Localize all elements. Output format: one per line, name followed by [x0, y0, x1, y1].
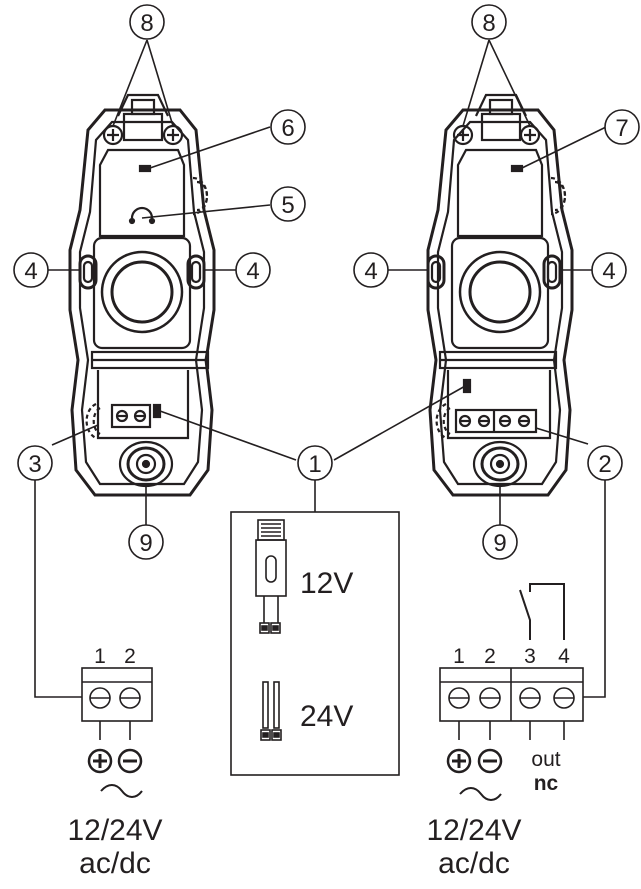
callout-6-label: 6 [281, 115, 294, 142]
relay-out-label: out [531, 748, 560, 771]
right-pin-4: 4 [558, 645, 570, 668]
callout-2-label: 2 [598, 451, 611, 478]
left-voltage: 12/24V [67, 814, 162, 847]
right-pin-3: 3 [524, 645, 536, 668]
callout-6 [270, 109, 306, 145]
jumper-box: 12V 24V [230, 511, 400, 776]
callout-5-label: 5 [281, 192, 294, 219]
callout-circles [13, 4, 640, 560]
callout-9-right [482, 524, 518, 560]
callout-8-left-label: 8 [140, 10, 153, 37]
left-wire [34, 480, 82, 698]
callout-4-d-label: 4 [602, 258, 615, 285]
callout-4-d [591, 252, 627, 288]
jumper-24v-icon [260, 681, 282, 741]
callout-5 [270, 186, 306, 222]
jumper-12v-icon [255, 519, 287, 634]
left-current: ac/dc [79, 847, 151, 880]
right-pin-1: 1 [453, 645, 465, 668]
relay-nc-label: nc [534, 772, 559, 795]
right-current: ac/dc [438, 847, 510, 880]
callout-7 [604, 109, 640, 145]
right-voltage: 12/24V [426, 814, 521, 847]
right-pin-2: 2 [484, 645, 496, 668]
callout-4-b-label: 4 [246, 258, 259, 285]
callout-numbers: 8 8 6 7 5 4 4 4 4 1 3 2 9 9 [24, 10, 628, 557]
left-pin-2: 2 [124, 645, 136, 668]
callout-8-right [471, 4, 507, 40]
callout-4-a-label: 4 [24, 258, 37, 285]
callout-8-left [129, 4, 165, 40]
right-wire [583, 480, 606, 698]
callout-4-a [13, 252, 49, 288]
callout-4-b [235, 252, 271, 288]
callout-1-label: 1 [308, 451, 321, 478]
callout-1 [297, 445, 333, 481]
jumper-12v-label: 12V [300, 567, 353, 600]
callout-leaders [48, 39, 607, 525]
right-device [426, 93, 574, 497]
jumper-24v-label: 24V [300, 700, 353, 733]
callout-9-right-label: 9 [493, 530, 506, 557]
callout-4-c-label: 4 [364, 258, 377, 285]
left-terminal-block: 1 2 12/24V ac/dc [67, 645, 162, 880]
callout-9-left-label: 9 [139, 530, 152, 557]
callout-9-left [128, 524, 164, 560]
left-device [68, 93, 216, 497]
callout-7-label: 7 [615, 115, 628, 142]
callout-3-label: 3 [28, 451, 41, 478]
left-pin-1: 1 [94, 645, 106, 668]
callout-8-right-label: 8 [482, 10, 495, 37]
right-terminal-block: 1 2 3 4 out nc 12/24V ac/dc [426, 583, 584, 880]
callout-4-c [353, 252, 389, 288]
